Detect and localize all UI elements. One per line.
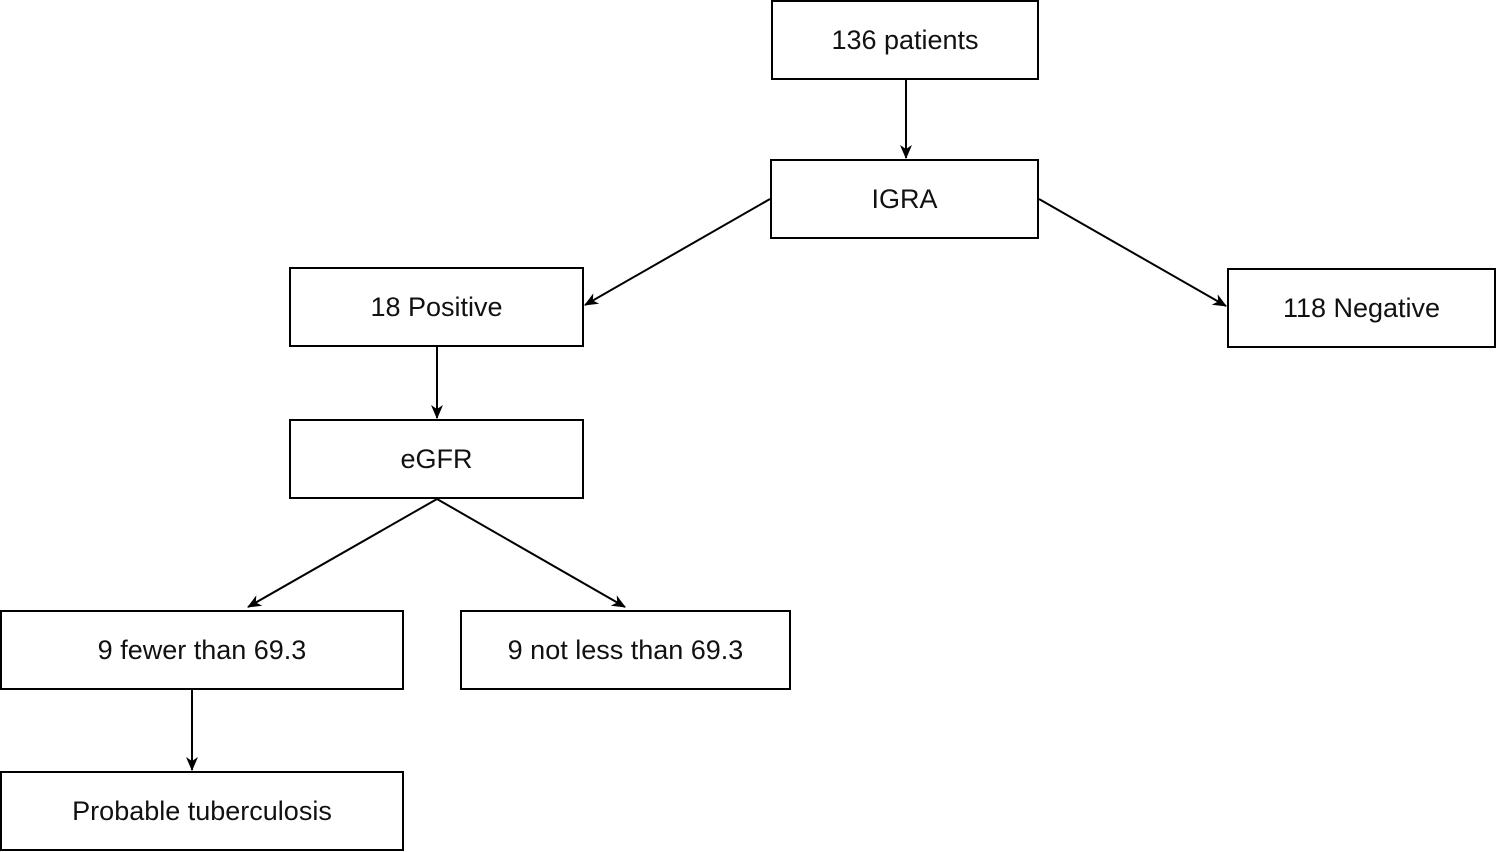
node-egfr-label: eGFR <box>400 443 473 474</box>
node-probable-tuberculosis-label: Probable tuberculosis <box>72 795 332 826</box>
node-not-less-than-label: 9 not less than 69.3 <box>507 634 744 665</box>
node-igra-label: IGRA <box>871 183 938 214</box>
node-positive-label: 18 Positive <box>370 291 503 322</box>
arrow-igra-to-negative <box>1038 198 1227 307</box>
node-fewer-than-label: 9 fewer than 69.3 <box>97 634 307 665</box>
node-negative: 118 Negative <box>1227 268 1496 348</box>
node-fewer-than: 9 fewer than 69.3 <box>0 610 404 690</box>
node-negative-label: 118 Negative <box>1282 292 1441 323</box>
arrow-igra-to-positive <box>584 198 771 306</box>
node-egfr: eGFR <box>289 419 584 499</box>
node-igra: IGRA <box>770 159 1039 239</box>
node-positive: 18 Positive <box>289 267 584 347</box>
node-patients-label: 136 patients <box>831 24 979 55</box>
arrow-egfr-to-notless <box>436 498 626 608</box>
arrow-egfr-to-fewer <box>247 498 438 608</box>
node-probable-tuberculosis: Probable tuberculosis <box>0 771 404 851</box>
node-patients: 136 patients <box>771 0 1039 80</box>
node-not-less-than: 9 not less than 69.3 <box>460 610 791 690</box>
